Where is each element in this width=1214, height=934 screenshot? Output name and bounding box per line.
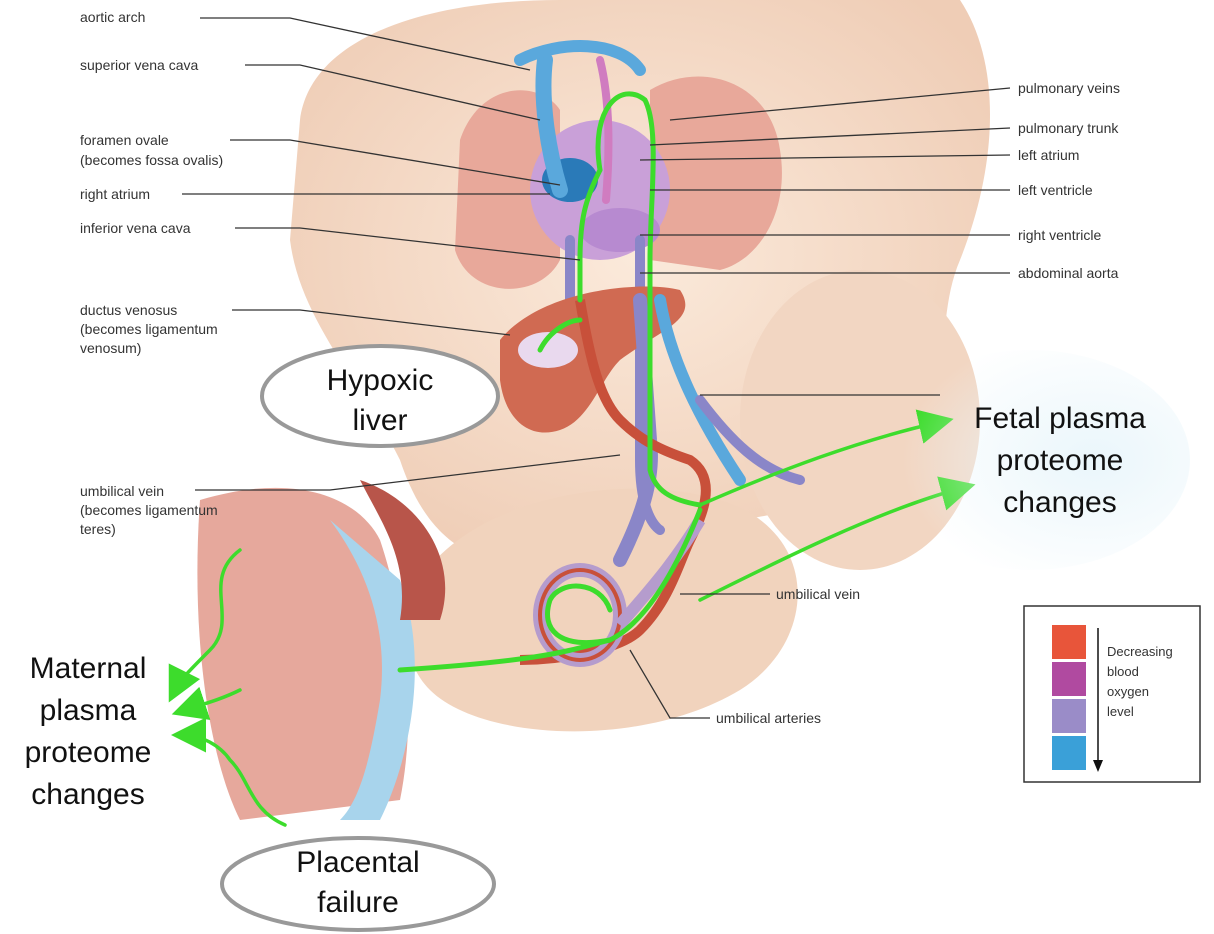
placental-failure-text-1: Placental — [296, 846, 419, 879]
label-superior-vena-cava: superior vena cava — [80, 57, 199, 73]
label-umbilical-vein-left: umbilical vein — [80, 483, 164, 499]
label-pulmonary-veins: pulmonary veins — [1018, 80, 1120, 96]
legend-text-2: blood — [1107, 664, 1139, 679]
label-ductus-venosus-note-2: venosum) — [80, 340, 141, 356]
label-ductus-venosus-note-1: (becomes ligamentum — [80, 321, 218, 337]
maternal-text-2: plasma — [40, 694, 137, 727]
fetal-text-1: Fetal plasma — [974, 402, 1146, 435]
fetal-text-3: changes — [1003, 486, 1116, 519]
label-pulmonary-trunk: pulmonary trunk — [1018, 120, 1119, 136]
label-ductus-venosus: ductus venosus — [80, 302, 177, 318]
label-abdominal-aorta: abdominal aorta — [1018, 265, 1119, 281]
label-umbilical-vein-right: umbilical vein — [776, 586, 860, 602]
legend-swatch-4 — [1052, 736, 1086, 770]
legend-text-4: level — [1107, 704, 1134, 719]
maternal-text-4: changes — [31, 778, 144, 811]
label-inferior-vena-cava: inferior vena cava — [80, 220, 191, 236]
maternal-text-1: Maternal — [30, 652, 147, 685]
maternal-text-3: proteome — [25, 736, 152, 769]
label-left-atrium: left atrium — [1018, 147, 1079, 163]
label-umbilical-vein-left-note-1: (becomes ligamentum — [80, 502, 218, 518]
legend-swatch-2 — [1052, 662, 1086, 696]
label-foramen-ovale: foramen ovale — [80, 132, 169, 148]
hypoxic-liver-callout: Hypoxic liver — [262, 346, 498, 446]
legend-text-1: Decreasing — [1107, 644, 1173, 659]
placenta — [197, 480, 445, 820]
label-right-ventricle: right ventricle — [1018, 227, 1101, 243]
fetal-text-2: proteome — [997, 444, 1124, 477]
label-aortic-arch: aortic arch — [80, 9, 145, 25]
legend-swatch-1 — [1052, 625, 1086, 659]
legend-swatch-3 — [1052, 699, 1086, 733]
placental-failure-callout: Placental failure — [222, 838, 494, 930]
label-foramen-ovale-note: (becomes fossa ovalis) — [80, 152, 223, 168]
label-left-ventricle: left ventricle — [1018, 182, 1093, 198]
hypoxic-liver-text-2: liver — [352, 404, 407, 437]
oxygen-legend: Decreasing blood oxygen level — [1024, 606, 1200, 782]
left-labels: aortic arch superior vena cava foramen o… — [80, 9, 223, 537]
label-umbilical-vein-left-note-2: teres) — [80, 521, 116, 537]
placental-failure-text-2: failure — [317, 886, 399, 919]
hypoxic-liver-text-1: Hypoxic — [327, 364, 434, 397]
label-right-atrium: right atrium — [80, 186, 150, 202]
label-umbilical-arteries: umbilical arteries — [716, 710, 821, 726]
maternal-plasma-text: Maternal plasma proteome changes — [25, 652, 152, 811]
legend-text-3: oxygen — [1107, 684, 1149, 699]
